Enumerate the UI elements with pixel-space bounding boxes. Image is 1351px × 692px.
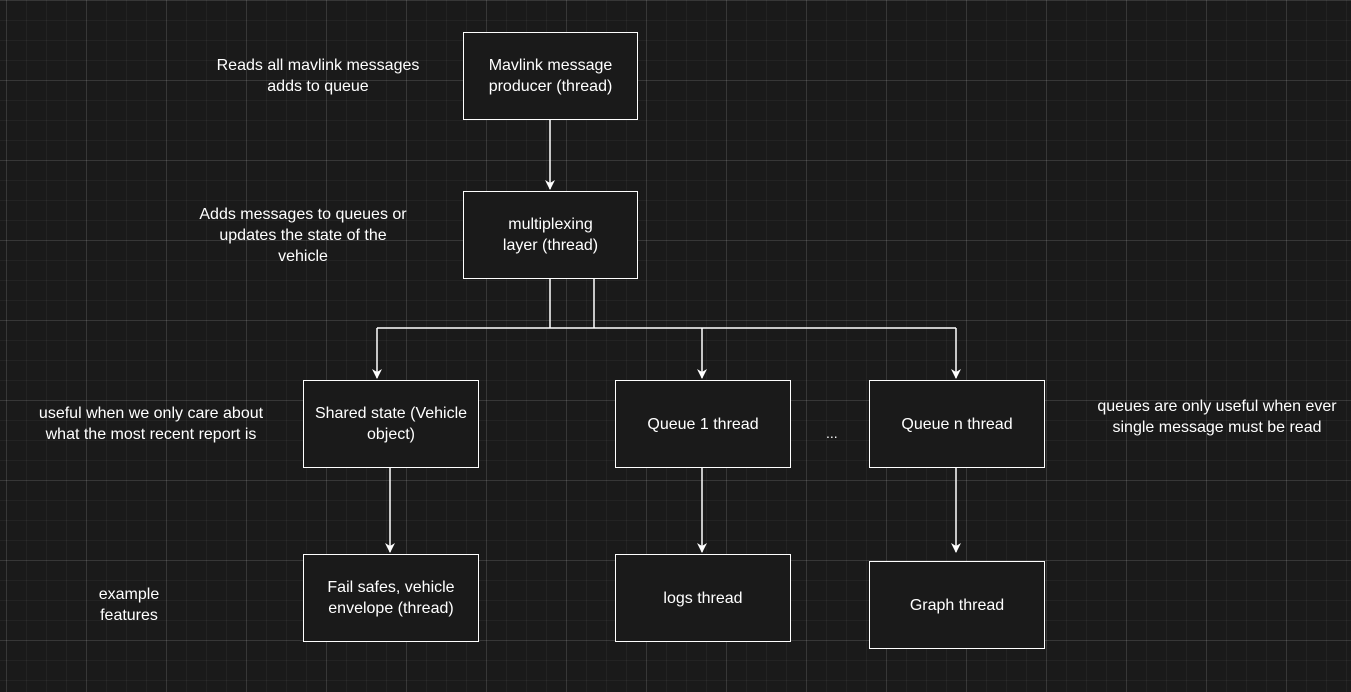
note-shared-state: useful when we only care about what the … (38, 405, 264, 443)
note-example-features: example features (98, 586, 160, 624)
node-fail-safes[interactable]: Fail safes, vehicle envelope (thread) (303, 554, 479, 642)
node-logs[interactable]: logs thread (615, 554, 791, 642)
node-shared-state[interactable]: Shared state (Vehicle object) (303, 380, 479, 468)
node-queue-1[interactable]: Queue 1 thread (615, 380, 791, 468)
node-graph[interactable]: Graph thread (869, 561, 1045, 649)
node-producer[interactable]: Mavlink message producer (thread) (463, 32, 638, 120)
note-multiplexing: Adds messages to queues or updates the s… (199, 206, 407, 265)
node-queue-n[interactable]: Queue n thread (869, 380, 1045, 468)
ellipsis-more-queues: ... (826, 425, 838, 441)
note-producer: Reads all mavlink messages adds to queue (216, 57, 420, 95)
node-multiplexing[interactable]: multiplexing layer (thread) (463, 191, 638, 279)
note-queues: queues are only useful when ever single … (1097, 398, 1337, 436)
